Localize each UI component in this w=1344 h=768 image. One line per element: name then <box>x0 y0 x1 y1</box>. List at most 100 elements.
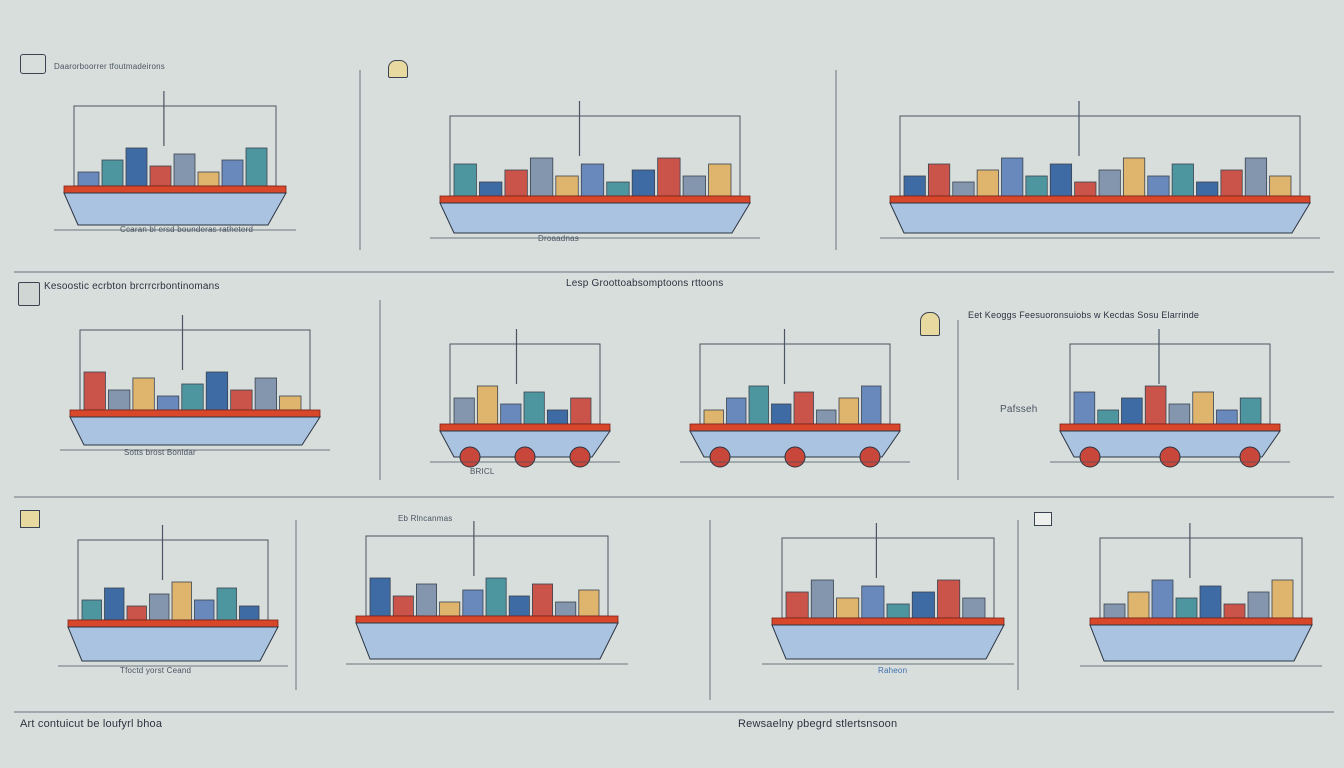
panel-top-label: Daarorboorrer tfoutmadeirons <box>54 62 165 71</box>
cargo-block <box>108 389 131 411</box>
ship-hull <box>439 202 751 234</box>
wheel <box>1079 446 1101 468</box>
ship-hull <box>63 192 287 226</box>
cargo-block <box>197 171 220 187</box>
cargo-block <box>836 597 860 619</box>
cargo-block <box>726 397 747 425</box>
ship-diagram <box>346 521 628 665</box>
panel-bottom-label: BRICL <box>470 467 495 476</box>
cargo-block <box>580 163 605 197</box>
ship-hull <box>889 202 1311 234</box>
cargo-block <box>126 605 147 621</box>
cargo-block <box>532 583 554 617</box>
cargo-block <box>77 171 100 187</box>
cargo-block <box>1216 409 1238 425</box>
cargo-block <box>1247 591 1270 619</box>
cargo-block <box>1121 397 1143 425</box>
cargo-block <box>785 591 809 619</box>
panel-bottom-label: Raheon <box>878 666 908 675</box>
ship-hull <box>771 624 1005 660</box>
cargo-block <box>555 175 579 197</box>
cargo-block <box>1147 175 1170 197</box>
deck-rail <box>69 409 321 418</box>
cargo-block <box>171 581 192 621</box>
cargo-block <box>476 385 499 425</box>
cargo-block <box>682 175 706 197</box>
ship-hull <box>1059 430 1281 458</box>
cargo-block <box>239 605 260 621</box>
cargo-block <box>546 409 569 425</box>
ship-hull <box>69 416 321 446</box>
ship-diagram <box>680 329 910 468</box>
cargo-block <box>439 601 461 617</box>
row-header: Kesoostic ecrbton brcrrcrbontinomans <box>44 281 220 292</box>
cargo-block <box>578 589 600 617</box>
cargo-block <box>504 169 528 197</box>
cargo-block <box>937 579 961 619</box>
ship-diagrams <box>54 91 1322 667</box>
cargo-block <box>254 377 277 411</box>
wheel <box>1239 446 1261 468</box>
cargo-block <box>708 163 732 197</box>
panel-top-label: Eb Rlncanmas <box>398 514 453 523</box>
panel-bottom-label: Pafsseh <box>1000 404 1038 415</box>
cargo-block <box>1168 403 1191 425</box>
cargo-block <box>1097 409 1119 425</box>
cargo-block <box>1122 157 1146 197</box>
ship-diagram <box>58 525 288 667</box>
cargo-block <box>479 181 503 197</box>
cargo-block <box>216 587 237 621</box>
cargo-block <box>462 589 484 617</box>
cargo-block <box>453 163 477 197</box>
cargo-block <box>976 169 999 197</box>
wheel <box>784 446 806 468</box>
wheel <box>569 446 591 468</box>
cargo-block <box>555 601 577 617</box>
cargo-block <box>1269 175 1292 197</box>
cargo-block <box>104 587 125 621</box>
deck-rail <box>1089 617 1313 626</box>
cargo-block <box>369 577 391 617</box>
cargo-block <box>838 397 859 425</box>
cargo-block <box>1049 163 1073 197</box>
grid-lines <box>14 70 1334 713</box>
cargo-block <box>1223 603 1246 619</box>
row-header: Lesp Groottoabsomptoons rttoons <box>566 278 724 289</box>
cargo-block <box>861 585 885 619</box>
wheel <box>459 446 481 468</box>
frame-sketch-icon <box>20 54 46 74</box>
cargo-block <box>1199 585 1222 619</box>
ship-diagram <box>1080 523 1322 667</box>
cargo-block <box>927 163 951 197</box>
frame-sketch-icon <box>18 282 40 306</box>
cargo-block <box>81 599 102 621</box>
deck-rail <box>771 617 1005 626</box>
flag-icon <box>1034 512 1052 526</box>
cargo-block <box>861 385 882 425</box>
cargo-block <box>194 599 215 621</box>
cargo-block <box>606 181 630 197</box>
cargo-block <box>415 583 437 617</box>
cargo-block <box>911 591 935 619</box>
cargo-block <box>230 389 253 411</box>
cargo-block <box>1175 597 1198 619</box>
cargo-block <box>181 383 204 411</box>
cargo-block <box>1103 603 1126 619</box>
cargo-block <box>101 159 124 187</box>
cargo-block <box>962 597 986 619</box>
cargo-block <box>508 595 530 617</box>
deck-rail <box>439 423 611 432</box>
cargo-block <box>903 175 926 197</box>
cargo-block <box>570 397 592 425</box>
deck-rail <box>1059 423 1281 432</box>
cargo-block <box>1271 579 1294 619</box>
ship-hull <box>439 430 611 458</box>
cargo-block <box>1144 385 1167 425</box>
cargo-block <box>156 395 180 411</box>
cargo-block <box>703 409 724 425</box>
ship-hull <box>67 626 279 662</box>
cargo-block <box>1098 169 1121 197</box>
cargo-block <box>1244 157 1268 197</box>
ship-diagram <box>430 101 760 239</box>
